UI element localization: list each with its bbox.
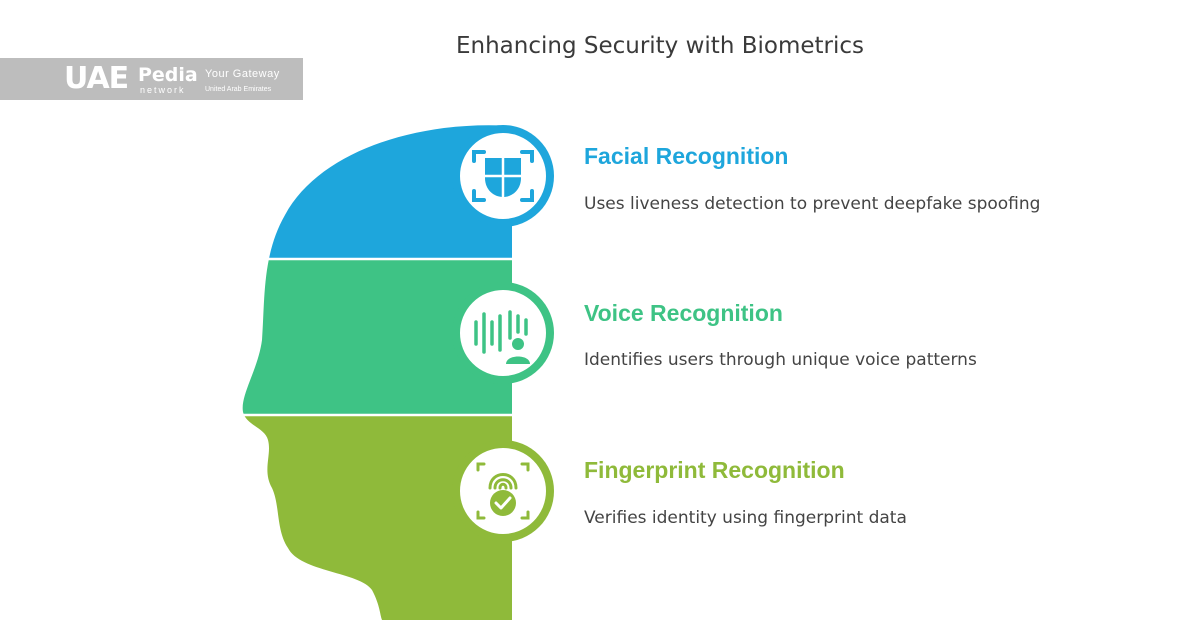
brand-pedia: Pedia: [138, 64, 198, 86]
voice-recognition-description: Identifies users through unique voice pa…: [584, 350, 977, 370]
fingerprint-check-icon: [452, 440, 554, 542]
brand-network: network: [140, 85, 186, 95]
voice-wave-icon: [452, 282, 554, 384]
facial-recognition-description: Uses liveness detection to prevent deepf…: [584, 194, 1041, 214]
fingerprint-recognition-description: Verifies identity using fingerprint data: [584, 508, 907, 528]
page-title: Enhancing Security with Biometrics: [455, 33, 865, 59]
facial-recognition-title: Facial Recognition: [584, 143, 789, 169]
face-scan-icon: [452, 125, 554, 227]
fingerprint-recognition-title: Fingerprint Recognition: [584, 457, 845, 483]
brand-uae: UAE: [64, 61, 129, 96]
voice-recognition-title: Voice Recognition: [584, 300, 783, 326]
brand-logo: UAE Pedia Your Gateway network United Ar…: [0, 58, 303, 100]
brand-country: United Arab Emirates: [205, 86, 272, 93]
brand-tagline: Your Gateway: [205, 68, 280, 80]
